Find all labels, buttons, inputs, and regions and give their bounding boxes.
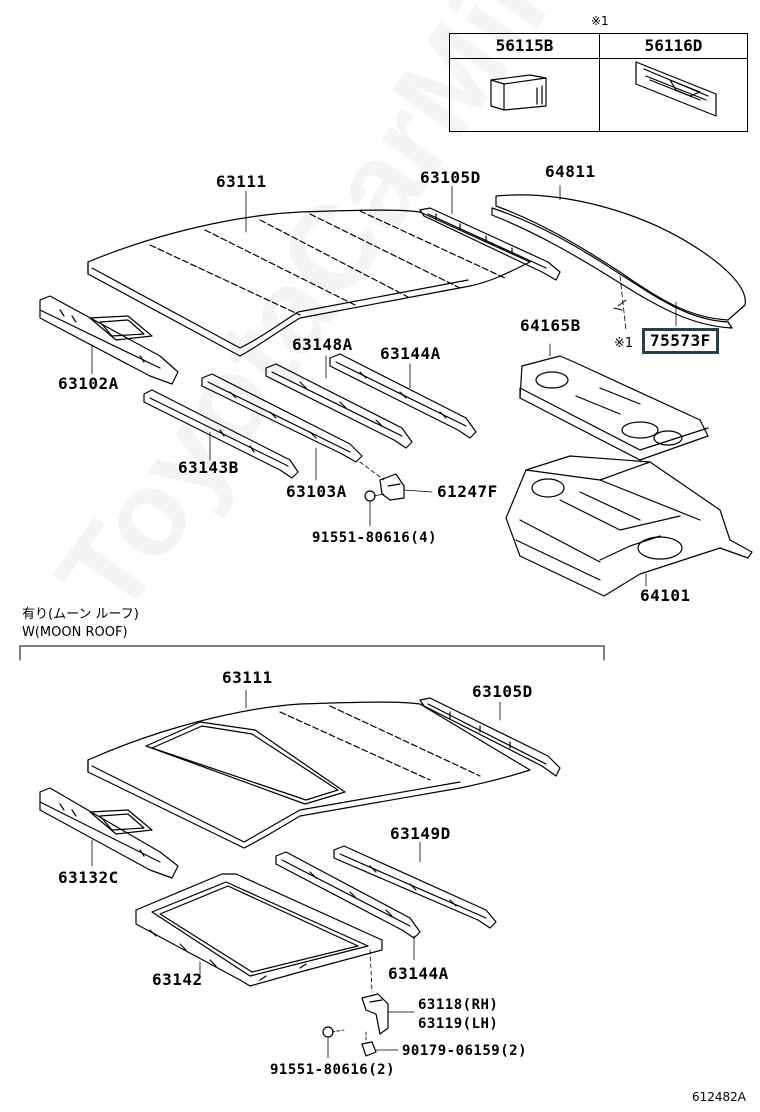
- roof-bow-63149D[interactable]: [333, 841, 497, 929]
- label-91551-bottom[interactable]: 91551-80616(2): [270, 1062, 396, 1078]
- back-window-64811[interactable]: [491, 185, 746, 329]
- label-63132C[interactable]: 63132C: [58, 868, 119, 887]
- label-61247F[interactable]: 61247F: [437, 482, 498, 501]
- label-63148A[interactable]: 63148A: [292, 335, 353, 354]
- label-90179[interactable]: 90179-06159(2): [402, 1043, 528, 1059]
- table-divider: [599, 34, 600, 131]
- part-56116D-drawing[interactable]: [635, 61, 717, 117]
- package-tray-64165B[interactable]: [519, 343, 709, 461]
- label-91551-top[interactable]: 91551-80616(4): [312, 530, 438, 546]
- roof-bow-63144A[interactable]: [329, 353, 477, 439]
- part-56115B-label[interactable]: 56115B: [450, 34, 599, 59]
- bolt-91551-top[interactable]: [364, 490, 385, 527]
- bolt-91551-bottom[interactable]: [322, 1026, 345, 1059]
- label-63111-moonroof[interactable]: 63111: [222, 668, 273, 687]
- label-64165B[interactable]: 64165B: [520, 316, 581, 335]
- roof-panel-63111-moonroof[interactable]: [87, 689, 531, 849]
- roof-bow-63144A-moonroof[interactable]: [275, 851, 421, 961]
- drip-rail-63105D[interactable]: [419, 207, 561, 281]
- label-63144A[interactable]: 63144A: [380, 344, 441, 363]
- bracket-63118-63119[interactable]: [361, 993, 415, 1035]
- moonroof-frame-63142[interactable]: [135, 873, 383, 987]
- label-64811[interactable]: 64811: [545, 162, 596, 181]
- nut-90179[interactable]: [361, 1029, 399, 1057]
- roof-bow-63143B[interactable]: [143, 389, 299, 479]
- label-63144A-moonroof[interactable]: 63144A: [388, 964, 449, 983]
- label-63111[interactable]: 63111: [216, 172, 267, 191]
- rear-panel-64101[interactable]: [505, 455, 753, 597]
- diagram-id: 612482A: [692, 1090, 747, 1104]
- drip-rail-63105D-moonroof[interactable]: [419, 697, 561, 777]
- part-56115B-drawing[interactable]: [490, 74, 547, 111]
- label-63143B[interactable]: 63143B: [178, 458, 239, 477]
- label-63119[interactable]: 63119(LH): [418, 1016, 499, 1032]
- insert-table: 56115B 56116D: [449, 33, 748, 132]
- label-63105D[interactable]: 63105D: [420, 168, 481, 187]
- part-56116D-label[interactable]: 56116D: [600, 34, 747, 59]
- clip-61247F[interactable]: [379, 473, 433, 501]
- moonroof-label-en: W(MOON ROOF): [22, 625, 128, 640]
- front-header-63132C[interactable]: [39, 787, 179, 879]
- insert-note-marker: ※1: [591, 14, 609, 28]
- label-63105D-moonroof[interactable]: 63105D: [472, 682, 533, 701]
- roof-bow-63103A[interactable]: [201, 373, 363, 463]
- note-marker-1: ※1: [614, 336, 634, 351]
- roof-bow-63148A[interactable]: [265, 363, 413, 449]
- label-75573F[interactable]: 75573F: [642, 328, 719, 354]
- label-63102A[interactable]: 63102A: [58, 374, 119, 393]
- roof-panel-63111[interactable]: [87, 209, 531, 357]
- label-63118[interactable]: 63118(RH): [418, 997, 499, 1013]
- label-63103A[interactable]: 63103A: [286, 482, 347, 501]
- section-bracket: [19, 645, 605, 661]
- label-63142[interactable]: 63142: [152, 970, 203, 989]
- label-64101[interactable]: 64101: [640, 586, 691, 605]
- front-header-63102A[interactable]: [39, 295, 179, 385]
- label-63149D[interactable]: 63149D: [390, 824, 451, 843]
- moonroof-label-jp: 有り(ムーン ルーフ): [22, 607, 139, 622]
